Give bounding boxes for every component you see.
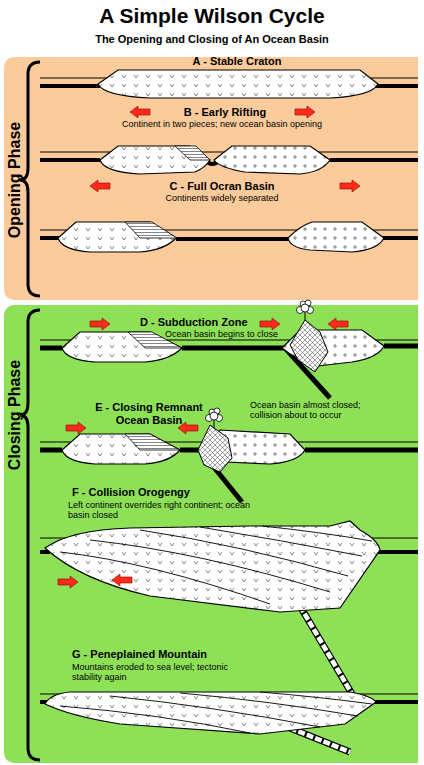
volcano-plume [297, 300, 314, 320]
sediment-wedge [125, 434, 180, 450]
stage-note: Ocean basin begins to close [165, 329, 315, 339]
stage-e-closing [40, 408, 418, 502]
volcanic-arc [198, 425, 232, 472]
continent [100, 146, 210, 174]
stage-note: Ocean basin almost closed; collision abo… [250, 400, 375, 421]
stage-heading: E - Closing Remnant Ocean Basin [88, 401, 210, 426]
stage-note: Continents widely separated [122, 193, 322, 203]
continent [288, 222, 384, 252]
oceanic-crust [40, 700, 418, 704]
subducted-slab [290, 728, 350, 752]
motion-arrow [295, 106, 315, 118]
continent [62, 332, 182, 362]
sea-level-line [40, 78, 418, 79]
stage-heading: B - Early Rifting [125, 106, 325, 119]
continent [58, 222, 176, 252]
stage-heading: G - Peneplained Mountain [72, 648, 292, 661]
phase-bracket [20, 310, 40, 760]
phase-label: Opening Phase [6, 122, 24, 238]
stage-d-subduction [40, 300, 418, 398]
continent [214, 146, 330, 174]
stage-heading: C - Full Ocran Basin [122, 180, 322, 193]
motion-arrow [66, 422, 86, 434]
thrust-fault [60, 692, 372, 733]
sea-level-line [40, 538, 418, 539]
sea-level-line [40, 694, 418, 695]
oceanic-crust [40, 238, 418, 239]
phase-band: Closing Phase [4, 305, 418, 763]
motion-arrow [328, 318, 348, 330]
stage-heading: A - Stable Craton [137, 55, 337, 68]
oceanic-crust [40, 160, 418, 164]
stage-heading: D - Subduction Zone [140, 316, 290, 329]
motion-arrow [90, 180, 110, 192]
sea-level-line [40, 230, 418, 231]
phase-label: Closing Phase [6, 360, 24, 470]
continent [200, 430, 305, 464]
stage-note: Mountains eroded to sea level; tectonic … [72, 662, 232, 683]
oceanic-crust [40, 84, 418, 88]
motion-arrow [90, 318, 110, 330]
phase-band: Opening Phase [4, 57, 418, 300]
motion-arrow [130, 106, 150, 118]
stage-b-rifting [40, 106, 418, 174]
diagram-title: A Simple Wilson Cycle [0, 4, 424, 28]
continent [62, 434, 180, 464]
continent [282, 330, 384, 366]
sea-level-line [40, 152, 418, 153]
motion-arrow [340, 180, 360, 192]
subducted-slab [290, 728, 350, 752]
volcano-plume [206, 408, 223, 428]
motion-arrow [178, 422, 198, 434]
oceanic-crust [40, 346, 418, 398]
orogen [45, 521, 380, 612]
stage-a-craton [40, 70, 418, 98]
subducted-slab [300, 606, 352, 694]
stage-c-ocean [40, 180, 418, 252]
eroded-continent [45, 692, 376, 734]
stage-note: Continent in two pieces; new ocean basin… [72, 119, 372, 129]
volcanic-arc [290, 320, 328, 372]
sediment-wedge [128, 332, 182, 348]
sea-level-line [40, 442, 418, 443]
subducted-slab [300, 606, 352, 694]
stage-heading: F - Collision Orogengy [72, 486, 292, 499]
oceanic-crust [40, 450, 418, 502]
motion-arrow [58, 576, 78, 588]
oceanic-crust [40, 550, 418, 554]
motion-arrow [112, 574, 132, 586]
continent [98, 70, 378, 98]
phase-bracket [20, 62, 40, 296]
subtitle: The Opening and Closing of An Ocean Basi… [0, 33, 424, 46]
stage-note: Left continent overrides right continent… [68, 500, 268, 521]
thrust-fault [60, 526, 372, 604]
sediment-wedge [175, 146, 210, 160]
stage-g-peneplain [40, 692, 418, 752]
sea-level-line [40, 340, 418, 341]
sediment-wedge [125, 222, 177, 238]
motion-arrow [260, 318, 280, 330]
stage-f-collision [40, 521, 418, 694]
